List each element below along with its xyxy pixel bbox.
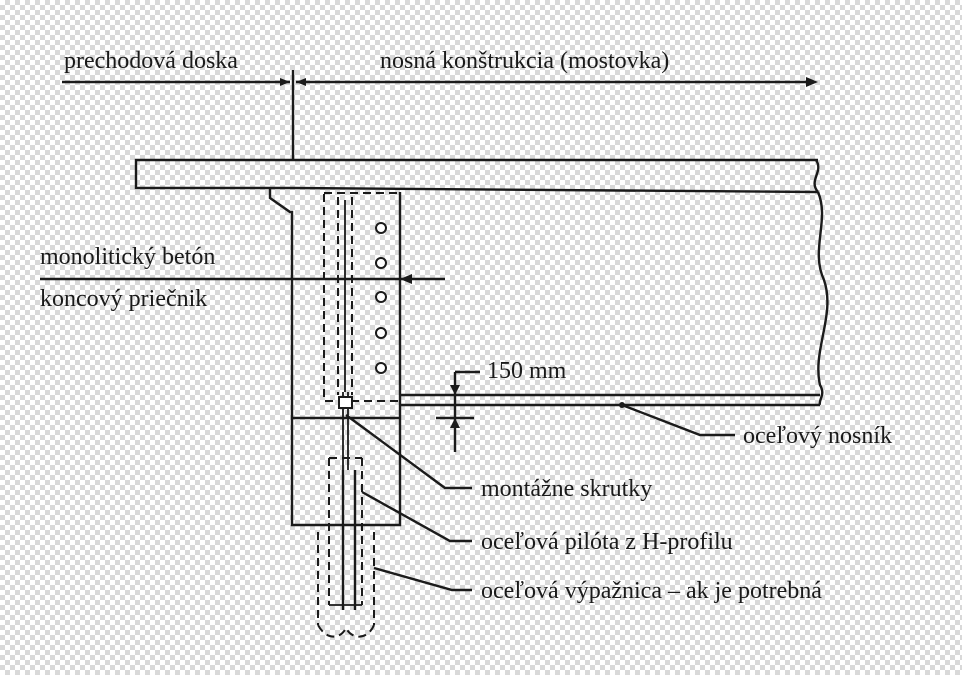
h-pile: [328, 197, 363, 610]
label-monolithic-concrete: monolitický betón: [40, 244, 215, 270]
label-superstructure: nosná konštrukcia (mostovka): [380, 48, 669, 74]
concrete-arrow: [40, 274, 445, 284]
steel-girder: [398, 191, 829, 410]
end-crossbeam: [268, 188, 402, 527]
label-assembly-bolts: montážne skrutky: [481, 476, 652, 502]
dimension-150mm: [436, 370, 480, 452]
label-steel-casing: oceľová výpažnica – ak je potrebná: [481, 578, 822, 604]
label-end-crossbeam: koncový priečnik: [40, 286, 207, 312]
span-arrows: [62, 70, 818, 160]
deck-slab: [134, 158, 820, 194]
leader-lines: [345, 402, 735, 592]
bolt-holes: [375, 222, 387, 374]
label-steel-girder: oceľový nosník: [743, 423, 892, 449]
label-dimension: 150 mm: [487, 358, 567, 384]
embedded-zone-dashed: [323, 192, 401, 402]
steel-casing: [317, 532, 375, 638]
label-approach-slab: prechodová doska: [64, 48, 238, 74]
bolt-head: [338, 396, 353, 409]
label-steel-pile: oceľová pilóta z H-profilu: [481, 529, 733, 555]
